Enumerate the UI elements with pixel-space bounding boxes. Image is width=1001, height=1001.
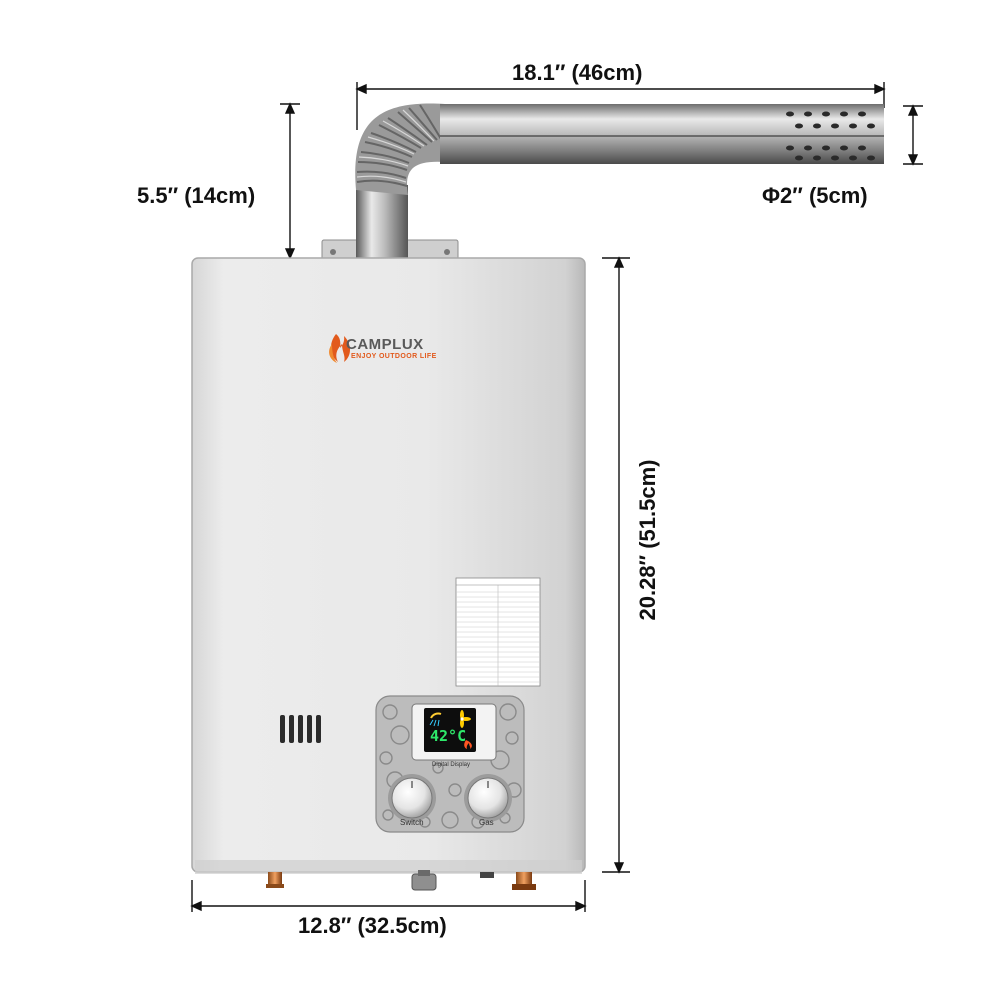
flue-height-label: 5.5″ (14cm) <box>137 183 256 208</box>
spec-label <box>455 577 541 687</box>
bottom-fittings <box>266 870 536 891</box>
unit-width-label: 12.8″ (32.5cm) <box>298 913 447 938</box>
gas-label: Gas <box>479 818 494 827</box>
flue-diameter-label: Φ2″ (5cm) <box>762 183 868 208</box>
gas-knob[interactable] <box>464 774 512 822</box>
brand-name: CAMPLUX <box>346 336 424 353</box>
switch-label: Switch <box>400 818 424 827</box>
flue-vent-holes <box>786 111 875 161</box>
display-label: Digital Display <box>432 762 471 768</box>
dimension-lines <box>190 82 923 912</box>
flame-icon <box>329 334 350 363</box>
air-vent <box>280 715 321 743</box>
switch-knob[interactable] <box>388 774 436 822</box>
shower-icon <box>429 712 442 727</box>
brand-tagline: ENJOY OUTDOOR LIFE <box>351 353 437 360</box>
flue-pipe-horizontal <box>440 104 884 164</box>
temperature-readout: 42°C <box>430 727 467 745</box>
unit-height-label: 20.28″ (51.5cm) <box>635 459 660 621</box>
flue-pipe-vertical <box>356 185 408 260</box>
flue-elbow <box>355 103 445 195</box>
flue-length-label: 18.1″ (46cm) <box>512 60 643 85</box>
fan-icon <box>460 710 471 728</box>
flame-icon <box>464 740 472 749</box>
